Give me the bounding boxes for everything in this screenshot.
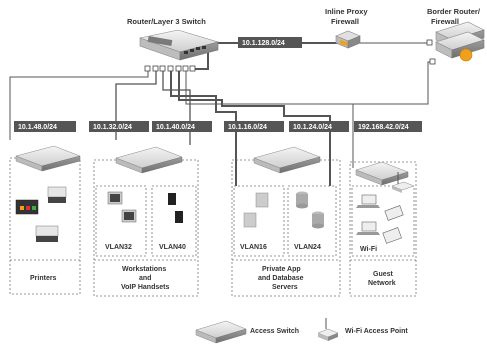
border-label-1: Border Router/ — [427, 7, 481, 16]
subnet-guest: 192.168.42.0/24 — [358, 124, 409, 131]
group-workstations-label-3: VoIP Handsets — [121, 284, 169, 291]
proxy-label-2: Firewall — [331, 17, 359, 26]
vlan32-label: VLAN32 — [105, 244, 132, 251]
vlan16-label: VLAN16 — [240, 244, 267, 251]
access-switch-guest — [356, 162, 408, 185]
voip-phone-icon — [168, 193, 176, 205]
access-switch-printers — [16, 146, 80, 171]
group-servers-label-3: Servers — [272, 284, 298, 291]
legend-wifi-ap-icon — [318, 318, 338, 341]
server-icon — [244, 213, 256, 227]
border-ports — [427, 40, 435, 64]
group-guest-label-2: Network — [368, 280, 396, 287]
vlan24-label: VLAN24 — [294, 244, 321, 251]
proxy-label-1: Inline Proxy — [325, 7, 368, 16]
legend-access-switch-label: Access Switch — [250, 328, 299, 335]
border-label-2: Firewall — [431, 17, 459, 26]
laptop-icon — [356, 195, 380, 208]
group-servers-label-1: Private App — [262, 266, 301, 273]
printer-icon — [48, 187, 66, 203]
database-icon — [312, 212, 324, 229]
workstation-icon — [108, 192, 122, 204]
subnet-uplink: 10.1.128.0/24 — [242, 40, 285, 47]
vlan40-label: VLAN40 — [159, 244, 186, 251]
database-icon — [296, 192, 308, 209]
voip-phone-icon — [175, 211, 183, 223]
subnet-vlan24: 10.1.24.0/24 — [293, 124, 332, 131]
group-servers-label-2: and Database — [258, 275, 304, 282]
group-boxes — [10, 158, 416, 296]
link-guest — [186, 62, 433, 104]
group-printers-label: Printers — [30, 275, 57, 282]
subnet-vlan32: 10.1.32.0/24 — [93, 124, 132, 131]
printer-icon — [16, 200, 38, 214]
wifi-label: Wi-Fi — [360, 246, 377, 253]
core-switch — [140, 30, 218, 60]
core-switch-label: Router/Layer 3 Switch — [127, 17, 206, 26]
access-switch-servers — [254, 147, 320, 173]
subnet-vlan16: 10.1.16.0/24 — [228, 124, 267, 131]
subnet-vlan40: 10.1.40.0/24 — [156, 124, 195, 131]
legend-access-switch-icon — [196, 321, 246, 343]
proxy-firewall — [336, 31, 360, 48]
subnet-printers: 10.1.48.0/24 — [18, 124, 57, 131]
legend: Access Switch Wi-Fi Access Point — [196, 318, 408, 343]
border-router — [436, 22, 484, 61]
access-switch-workstations — [116, 147, 182, 173]
workstation-icon — [122, 210, 136, 222]
group-workstations-label-1: Workstations — [122, 266, 166, 273]
printer-icon — [36, 226, 58, 242]
laptop-icon — [356, 222, 380, 235]
tablet-icon — [385, 206, 403, 221]
subnet-labels: 10.1.128.0/24 10.1.48.0/24 10.1.32.0/24 … — [14, 37, 422, 132]
legend-wifi-ap-label: Wi-Fi Access Point — [345, 328, 408, 335]
connection-lines — [10, 43, 433, 186]
group-guest-label-1: Guest — [373, 271, 394, 278]
tablet-icon — [383, 228, 402, 244]
server-icon — [256, 193, 268, 207]
core-ports — [145, 66, 195, 71]
group-workstations-label-2: and — [139, 275, 151, 282]
